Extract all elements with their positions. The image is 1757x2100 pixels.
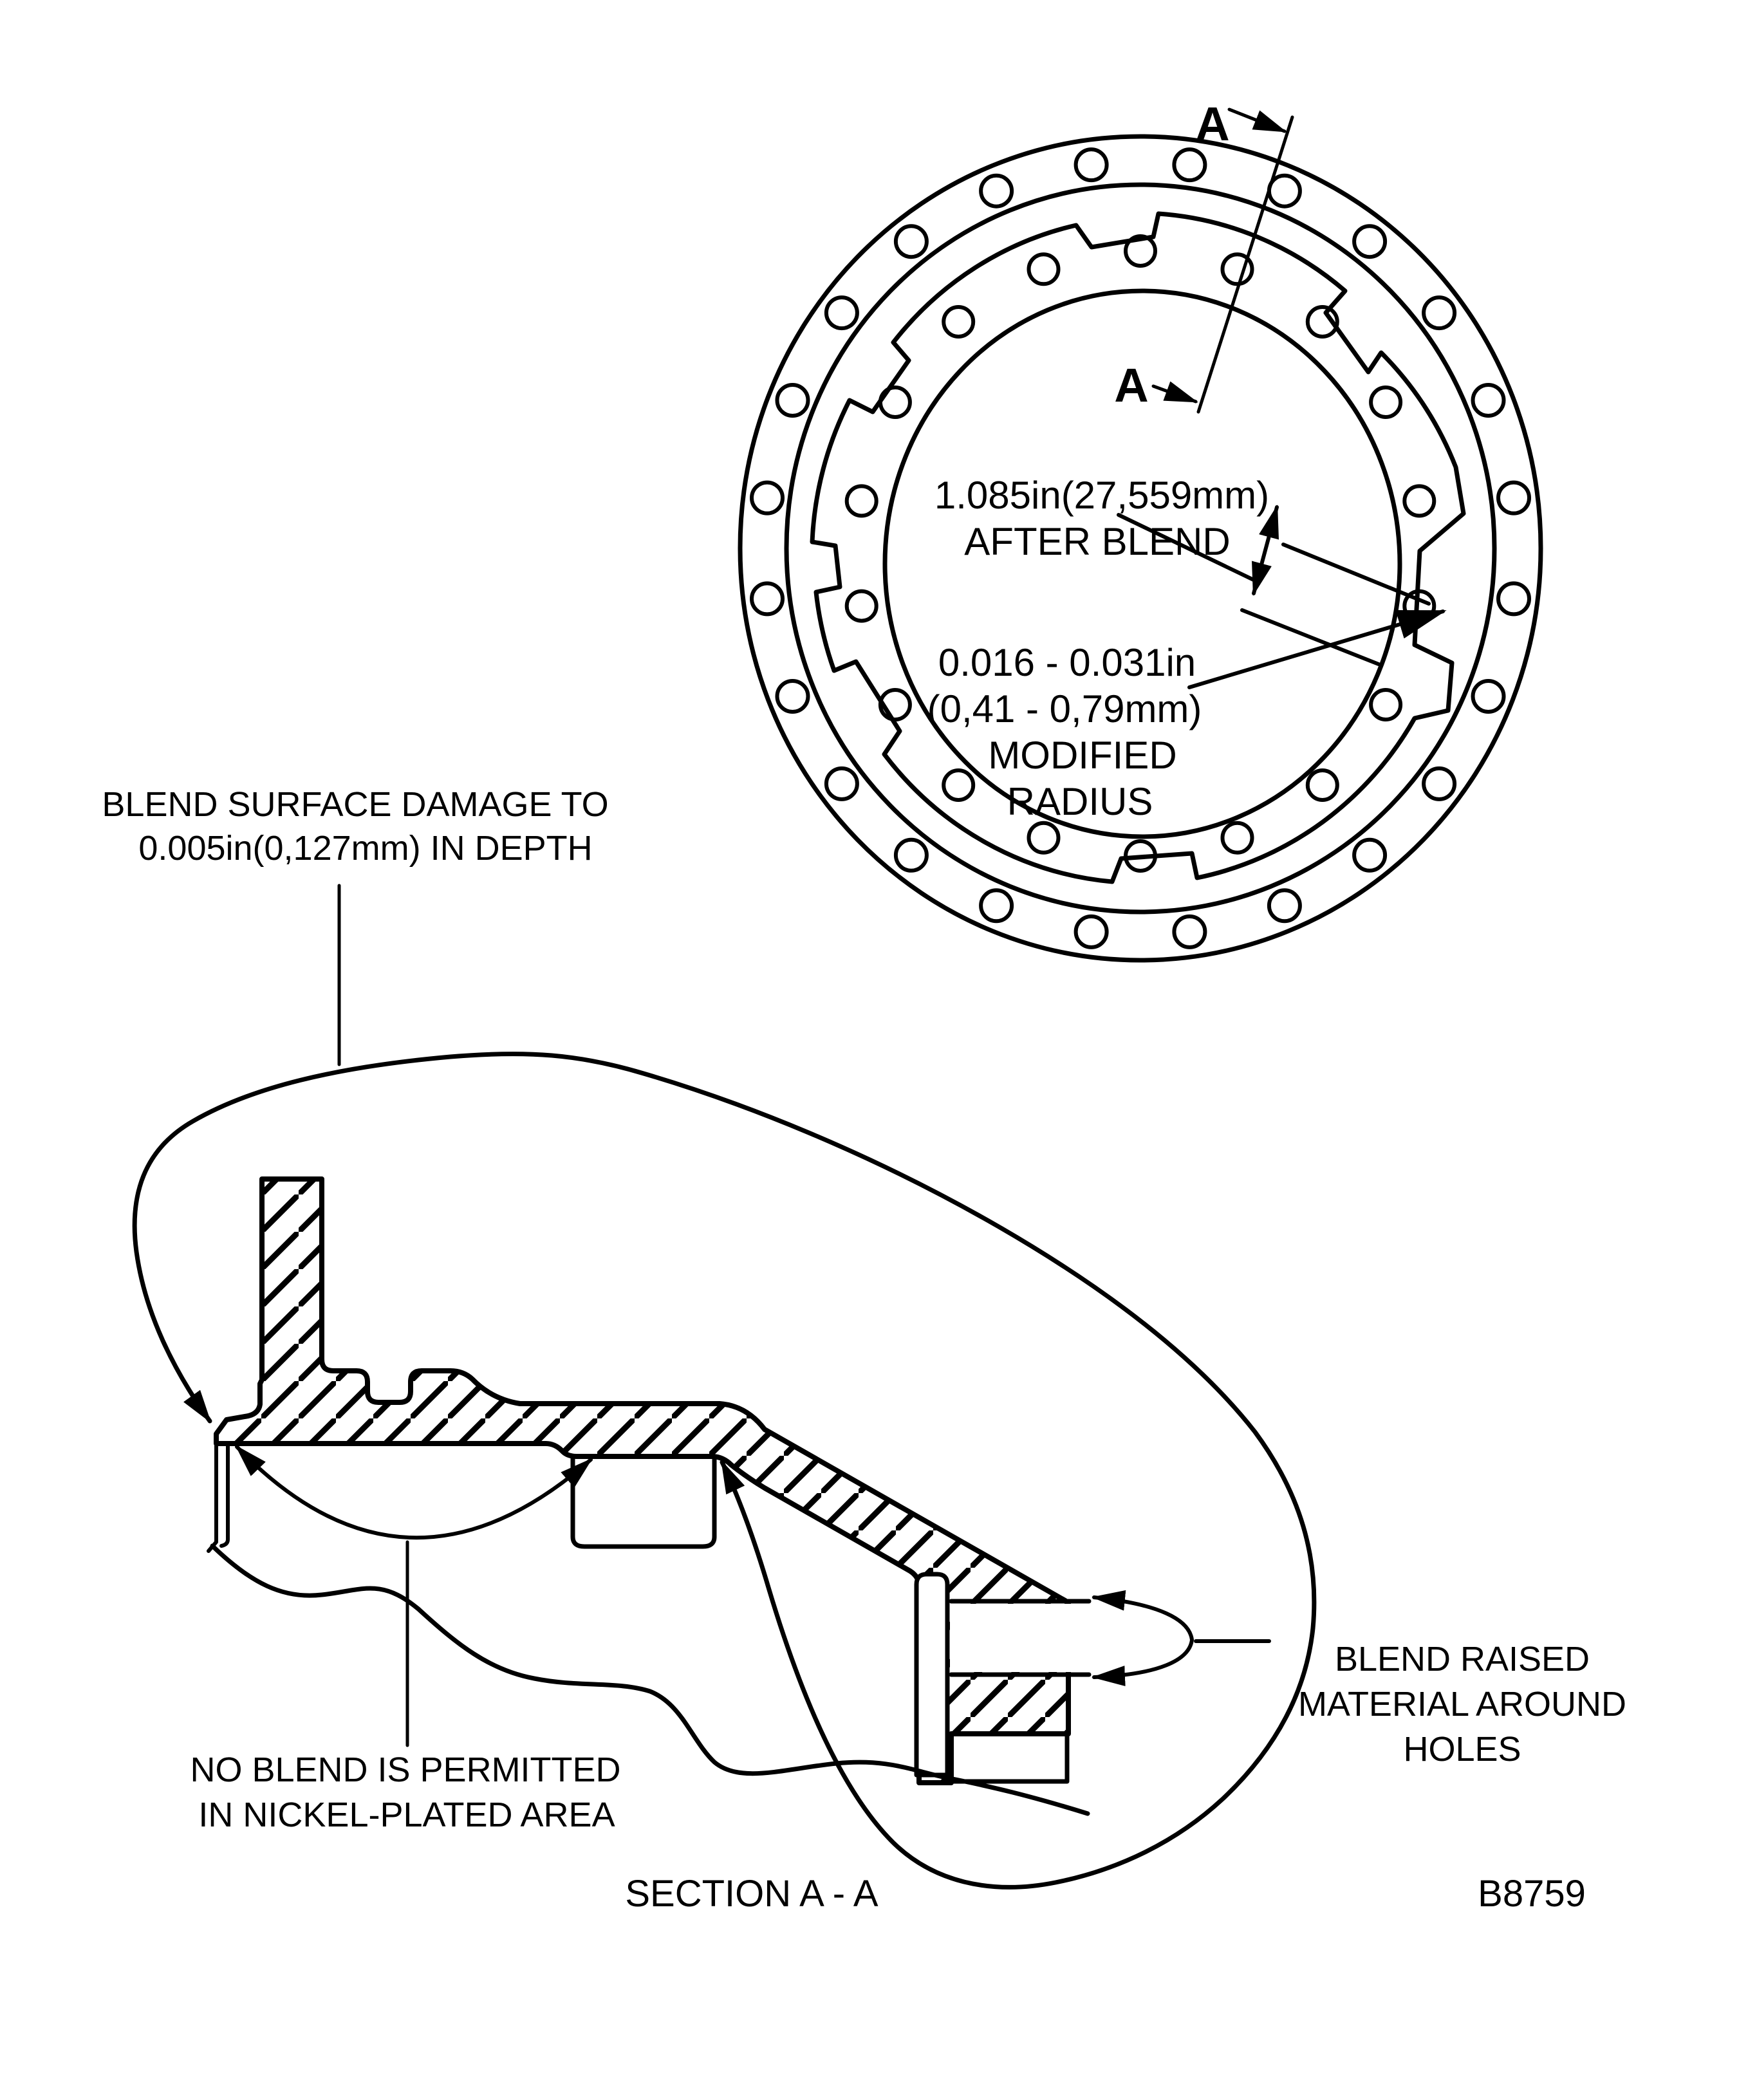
bolt-hole (942, 305, 976, 339)
nickel-edge-strip (207, 1442, 230, 1553)
bolt-hole (1027, 252, 1061, 286)
bolt-hole (1220, 252, 1254, 286)
bolt-hole (824, 766, 859, 801)
blend-band-edge-upper (1281, 543, 1431, 606)
bolt-hole (893, 837, 929, 873)
blend-surface-label-line1: BLEND SURFACE DAMAGE TO (102, 785, 608, 824)
bolt-hole (1352, 837, 1388, 873)
bolt-hole (844, 484, 879, 518)
blend-raised-label-line2: MATERIAL AROUND (1298, 1685, 1626, 1724)
boss-ledge (949, 1731, 1070, 1784)
bolt-hole (893, 224, 929, 259)
bolt-hole (878, 386, 912, 419)
bolt-hole (1124, 839, 1157, 873)
bolt-hole (1172, 147, 1207, 183)
bolt-holes (750, 147, 1531, 949)
bolt-hole (1402, 484, 1436, 518)
blend-surface-label-line2: 0.005in(0,127mm) IN DEPTH (138, 829, 592, 868)
section-marker-arrow-bottom (1151, 381, 1198, 404)
liner-strip (914, 1572, 950, 1778)
bolt-hole (1267, 888, 1302, 924)
bolt-hole (979, 173, 1014, 209)
bolt-pad-outline (570, 1454, 717, 1549)
bolt-hole (1471, 679, 1506, 714)
blend-raised-label-line3: HOLES (1403, 1730, 1521, 1769)
nickel-dish-span-arrow (235, 1445, 593, 1540)
section-marker-top: A (1195, 97, 1229, 151)
flange-casting-contour (810, 211, 1466, 884)
callout-labels: BLEND SURFACE DAMAGE TO 0.005in(0,127mm)… (102, 785, 1626, 1915)
flange-bore (882, 288, 1402, 839)
bolt-hole (1422, 766, 1457, 801)
bolt-hole (1027, 821, 1061, 855)
no-blend-label-line1: NO BLEND IS PERMITTED (190, 1751, 620, 1789)
modified-radius-arrow (1187, 609, 1447, 689)
bolt-hole (1369, 688, 1403, 721)
bolt-hole (824, 295, 859, 331)
section-marker-arrow-top (1227, 107, 1287, 133)
bolt-hole (1496, 480, 1531, 516)
flange-face-view: A A 1.085in(27,559mm) AFTER BLEND 0.016 … (738, 97, 1543, 963)
bolt-hole (844, 589, 879, 623)
bolt-hole (1496, 581, 1531, 617)
bolt-hole (775, 679, 810, 714)
bolt-hole (1471, 383, 1506, 418)
section-title: SECTION A - A (625, 1873, 879, 1915)
flange-inner-rim (784, 182, 1497, 915)
modified-radius-label-line3: MODIFIED (988, 734, 1176, 777)
bolt-hole (979, 888, 1014, 924)
bolt-hole (750, 581, 785, 617)
blend-raised-label-line1: BLEND RAISED (1335, 1640, 1590, 1678)
modified-radius-label-line2: (0,41 - 0,79mm) (927, 687, 1202, 730)
after-blend-leader-line (1117, 513, 1260, 584)
section-marker-bottom: A (1114, 358, 1148, 412)
bolt-hole (1305, 768, 1339, 802)
bolt-hole (1074, 147, 1109, 183)
after-blend-label-line1: 1.085in(27,559mm) (934, 474, 1269, 517)
bolt-hole (1074, 914, 1109, 949)
drawing-number: B8759 (1478, 1873, 1586, 1915)
bolt-hole (1422, 295, 1457, 331)
bolt-hole (750, 480, 785, 516)
bolt-hole (1305, 305, 1339, 339)
modified-radius-label-line1: 0.016 - 0.031in (938, 641, 1196, 684)
raised-material-pointer (1092, 1590, 1194, 1687)
after-blend-label-line2: AFTER BLEND (964, 520, 1230, 563)
boss-bolt-hole (950, 1604, 1088, 1672)
flange-outer-rim (738, 134, 1543, 963)
bolt-hole (1172, 914, 1207, 949)
bolt-hole (1124, 234, 1157, 268)
blend-band-edge-lower (1240, 608, 1380, 666)
no-blend-label-line2: IN NICKEL-PLATED AREA (198, 1796, 615, 1834)
section-cut-line (1196, 115, 1294, 414)
blend-band-dimension-arrow (1252, 505, 1279, 596)
bolt-hole (1220, 821, 1254, 855)
damage-balloon (132, 1052, 1317, 1890)
wavy-break-line (210, 1543, 1090, 1816)
bolt-hole (1369, 386, 1403, 419)
section-a-a-view (132, 884, 1317, 1890)
bolt-hole (942, 768, 976, 802)
bolt-hole (1352, 224, 1388, 259)
bolt-hole (775, 383, 810, 418)
bolt-hole (878, 688, 912, 721)
modified-radius-label-line4: RADIUS (1007, 780, 1153, 823)
